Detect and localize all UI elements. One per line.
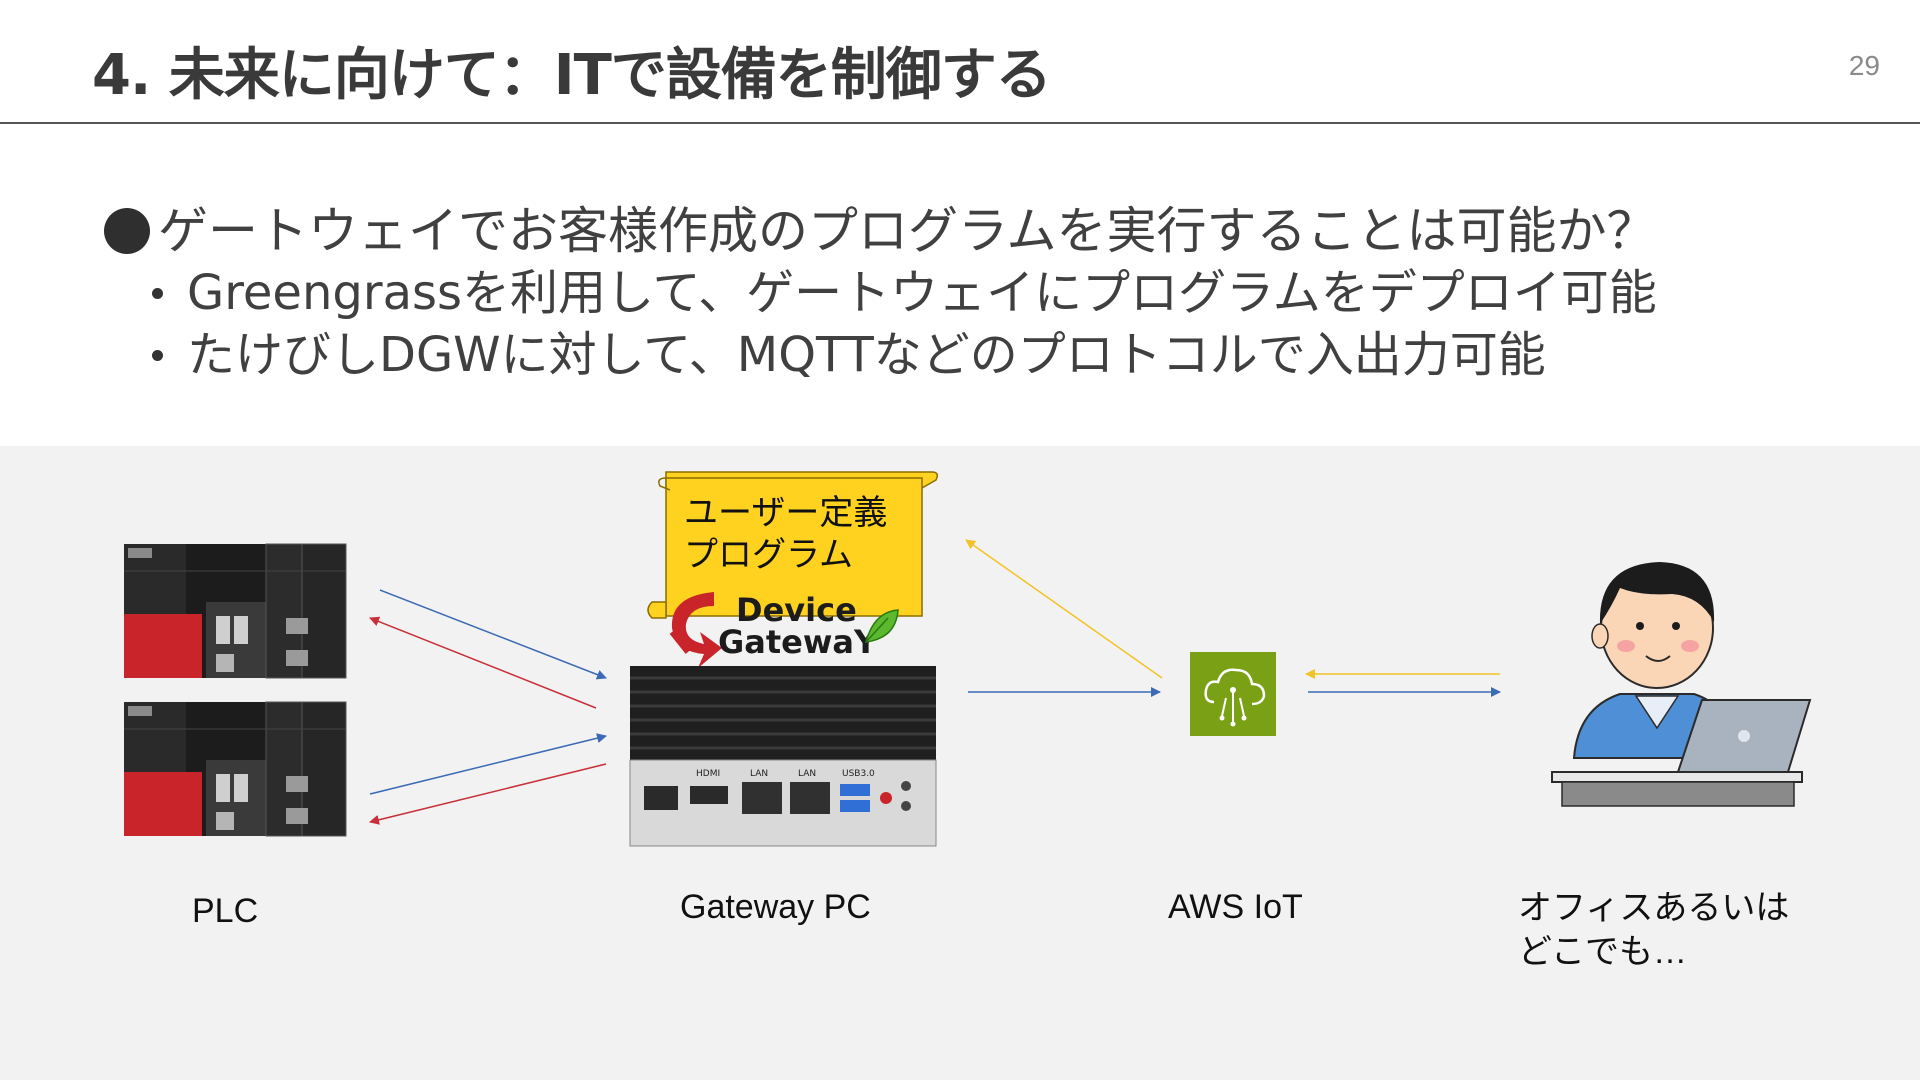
label-gateway-pc: Gateway PC bbox=[680, 888, 871, 927]
label-office: オフィスあるいは どこでも… bbox=[1518, 886, 1789, 974]
plc-icon bbox=[124, 544, 346, 836]
gateway-pc-icon: HDMI LAN LAN USB3.0 bbox=[630, 666, 936, 846]
bullet-main: ゲートウェイでお客様作成のプログラムを実行することは可能か？ bbox=[104, 200, 1864, 262]
bullet-sub-1: Greengrassを利用して、ゲートウェイにプログラムをデプロイ可能 bbox=[152, 262, 1864, 324]
arrow-gateway-to-plc2 bbox=[370, 764, 606, 822]
label-aws-iot: AWS IoT bbox=[1168, 888, 1303, 927]
bullet-sub-text: たけびしDGWに対して、MQTTなどのプロトコルで入出力可能 bbox=[187, 324, 1546, 386]
plc-unit-bottom bbox=[124, 702, 346, 836]
page-number: 29 bbox=[1849, 50, 1880, 82]
port-label-hdmi: HDMI bbox=[696, 769, 720, 779]
label-office-line1: オフィスあるいは bbox=[1518, 886, 1789, 930]
bullet-dot-icon bbox=[152, 350, 163, 361]
logo-text-gateway: GatewaY bbox=[718, 623, 878, 661]
bullet-main-text: ゲートウェイでお客様作成のプログラムを実行することは可能か？ bbox=[158, 200, 1657, 262]
port-label-lan2: LAN bbox=[798, 769, 816, 779]
plc-unit-top bbox=[124, 544, 346, 678]
bullet-list: ゲートウェイでお客様作成のプログラムを実行することは可能か？ Greengras… bbox=[104, 200, 1864, 386]
label-office-line2: どこでも… bbox=[1518, 930, 1789, 974]
header-divider bbox=[0, 122, 1920, 124]
label-plc: PLC bbox=[192, 892, 258, 931]
arrow-gateway-to-plc1 bbox=[370, 618, 596, 708]
arrow-plc1-to-gateway bbox=[380, 590, 606, 678]
bullet-disc-icon bbox=[104, 208, 150, 254]
office-worker-icon bbox=[1552, 562, 1810, 806]
port-label-lan1: LAN bbox=[750, 769, 768, 779]
bullet-dot-icon bbox=[152, 288, 163, 299]
bullet-sub-text: Greengrassを利用して、ゲートウェイにプログラムをデプロイ可能 bbox=[187, 262, 1657, 324]
architecture-diagram: ユーザー定義 プログラム Device GatewaY bbox=[0, 446, 1920, 1080]
scroll-text-line1: ユーザー定義 bbox=[684, 493, 887, 533]
scroll-text-line2: プログラム bbox=[684, 535, 853, 575]
slide-title: 4. 未来に向けて：ITで設備を制御する bbox=[92, 30, 1051, 111]
arrow-plc2-to-gateway bbox=[370, 736, 606, 794]
bullet-sub-2: たけびしDGWに対して、MQTTなどのプロトコルで入出力可能 bbox=[152, 324, 1864, 386]
port-label-usb: USB3.0 bbox=[842, 769, 875, 779]
diagram-canvas: ユーザー定義 プログラム Device GatewaY bbox=[0, 446, 1920, 1080]
arrow-aws-to-program bbox=[966, 540, 1162, 678]
slide-header: 4. 未来に向けて：ITで設備を制御する 29 bbox=[0, 0, 1920, 124]
aws-iot-icon bbox=[1190, 652, 1276, 736]
